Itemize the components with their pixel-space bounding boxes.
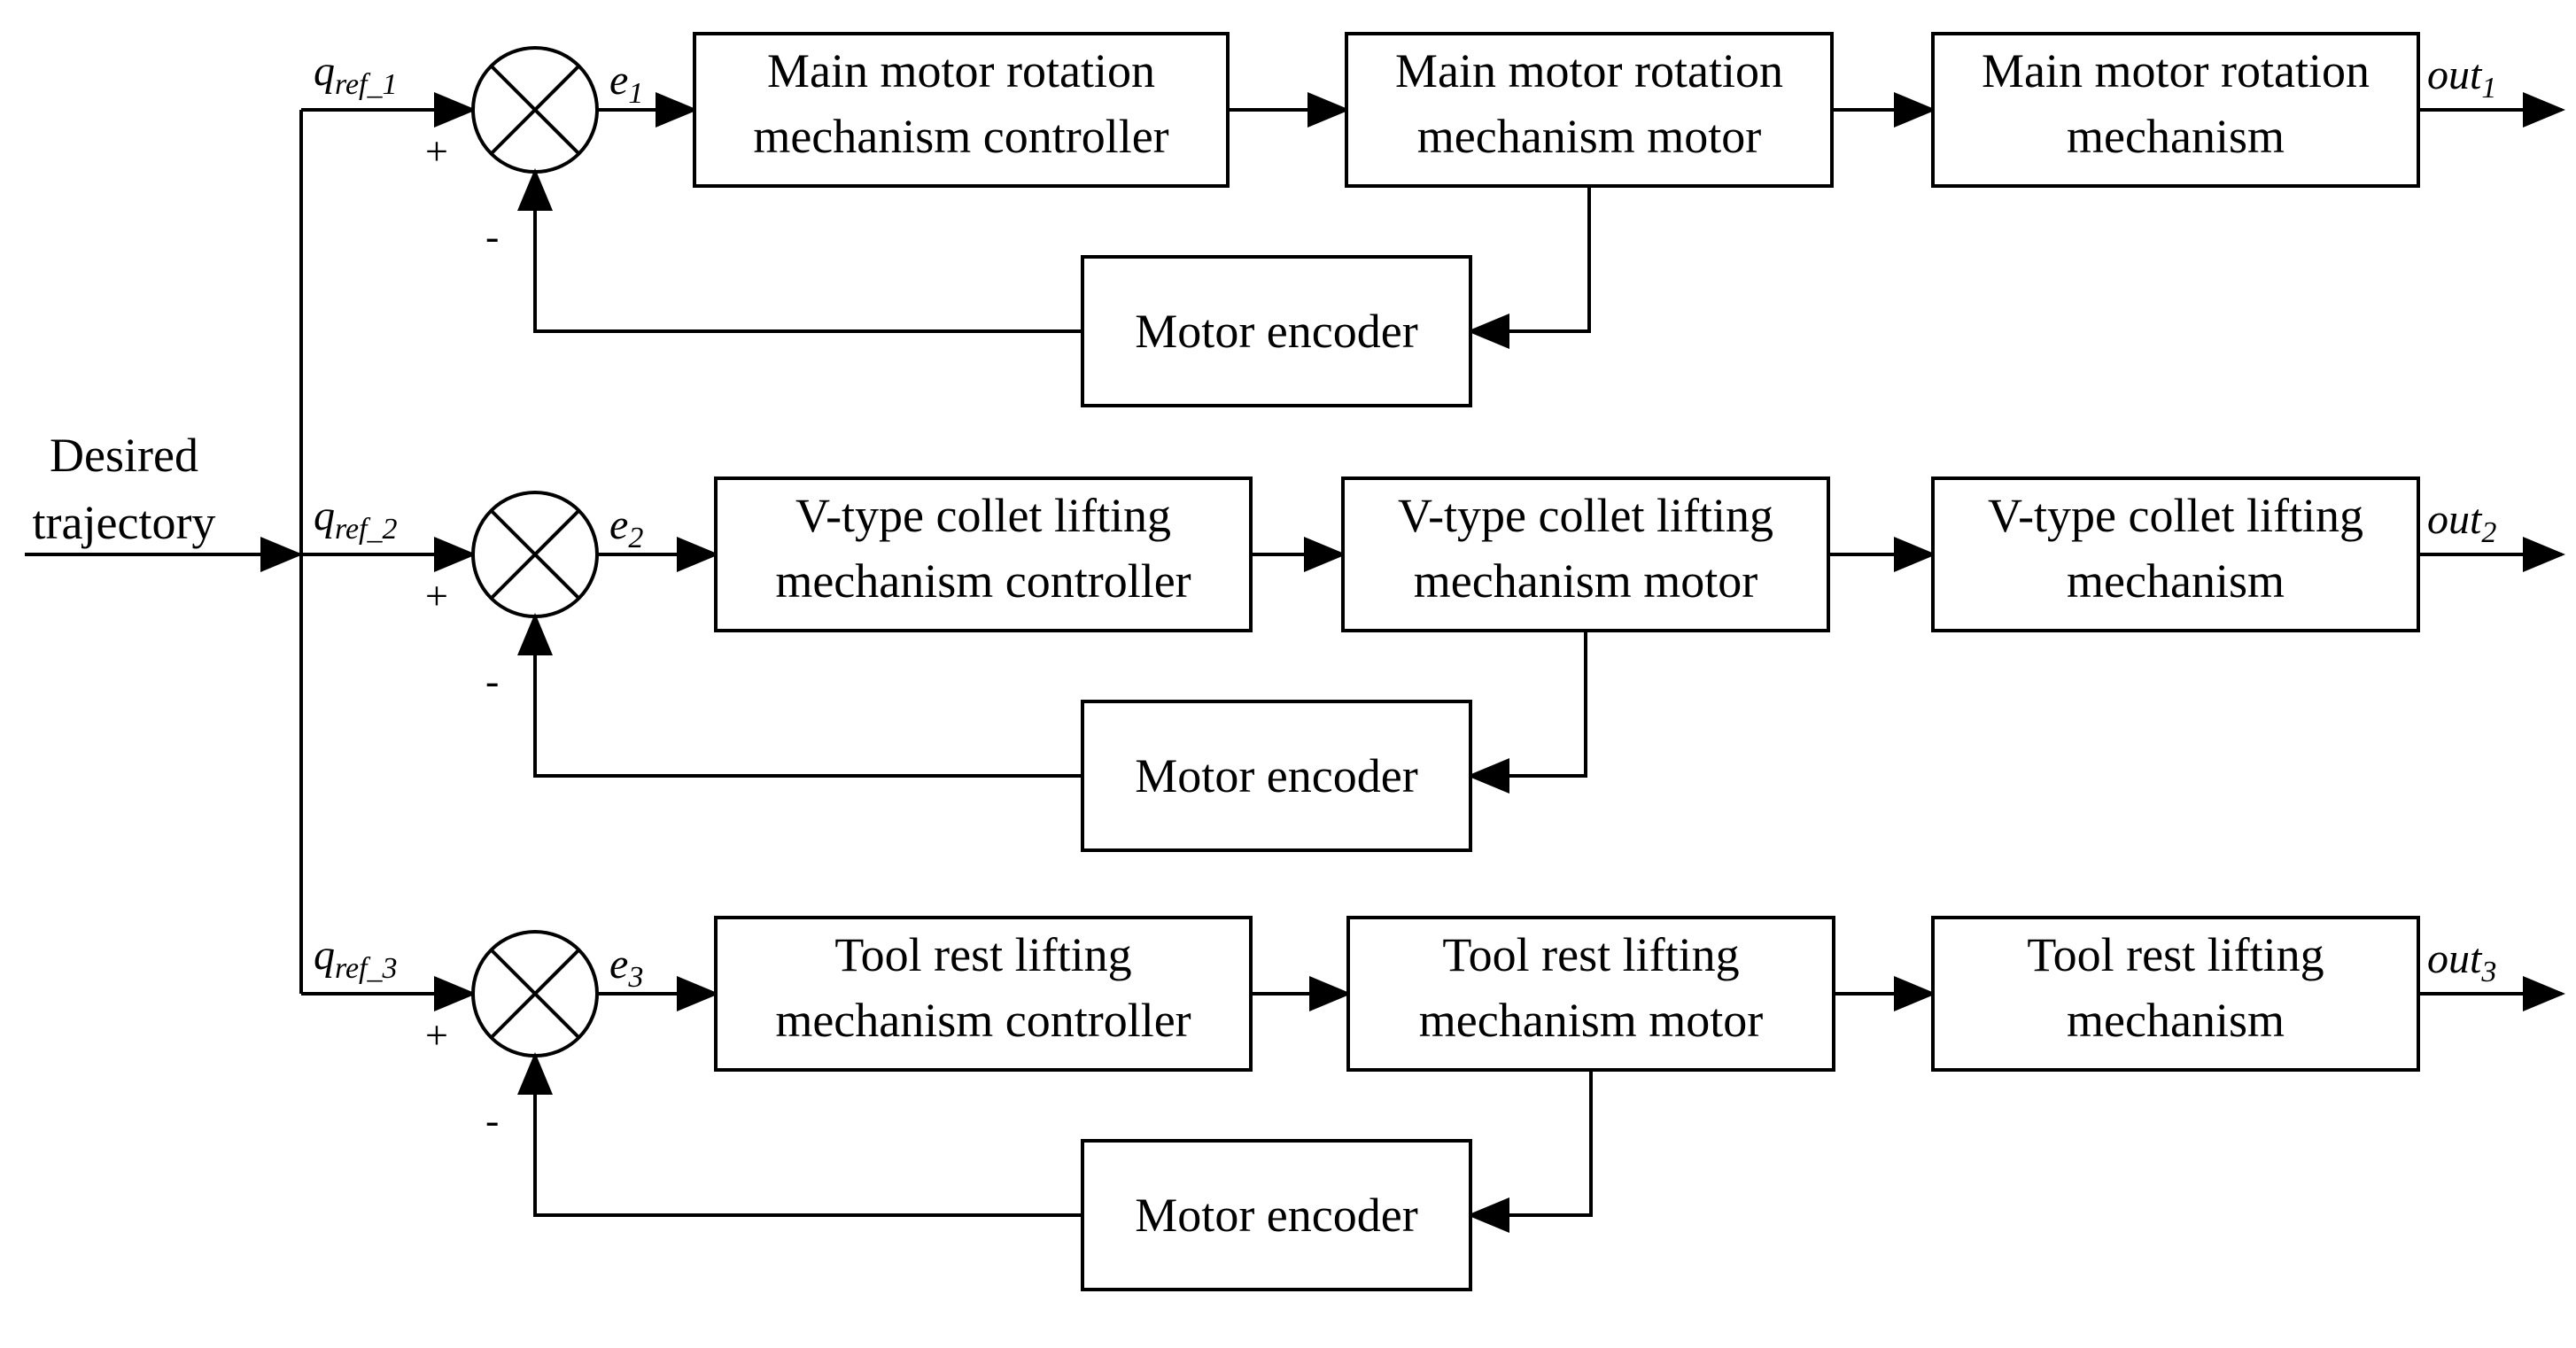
mechanism-block-2-label-line-2: mechanism [2067,554,2285,608]
input-label-line-2: trajectory [33,496,216,549]
encoder-block-2: Motor encoder [1081,700,1472,852]
encoder-block-1-frame [1081,255,1472,407]
plus-sign-3: + [425,1012,448,1057]
reference-label-1: qref_1 [314,48,398,101]
controller-block-1-label-line-1: Main motor rotation [767,44,1155,97]
input-signal-path [25,110,303,994]
mechanism-block-2: V-type collet lifting mechanism [1931,476,2420,632]
mechanism-block-3-label-line-1: Tool rest lifting [2027,928,2324,981]
plus-sign-2: + [425,573,448,618]
controller-block-2: V-type collet lifting mechanism controlle… [714,476,1253,632]
motor-block-1-frame [1345,32,1834,188]
reference-label-2: qref_2 [314,492,398,546]
loop-2: qref_2 +- e2 V-type collet lifting mechanism… [301,476,2565,852]
reference-label-3: qref_3 [314,932,398,985]
feedback-to-junction-2 [517,613,1082,778]
minus-sign-1: - [485,213,499,259]
controller-block-3-label-line-1: Tool rest lifting [834,928,1131,981]
mechanism-block-1-label-line-2: mechanism [2067,110,2285,163]
motor-block-2: V-type collet lifting mechanism motor [1341,476,1830,632]
motor-block-3-label-line-1: Tool rest lifting [1442,928,1739,981]
encoder-block-2-frame [1081,700,1472,852]
summing-junction-3 [471,930,599,1057]
controller-block-2-frame [714,476,1253,632]
mechanism-block-1: Main motor rotation mechanism [1931,32,2420,188]
output-label-2: out2 [2427,496,2496,549]
feedback-to-junction-1 [517,168,1082,333]
motor-block-2-label-line-1: V-type collet lifting [1398,489,1773,542]
motor-block-2-label-line-2: mechanism motor [1414,554,1757,608]
output-label-1: out1 [2427,51,2496,105]
encoder-block-2-label: Motor encoder [1135,749,1417,802]
encoder-block-3-label: Motor encoder [1135,1189,1417,1242]
minus-sign-2: - [485,658,499,703]
controller-block-3-frame [714,916,1253,1072]
feedback-to-encoder-3 [1467,1070,1593,1233]
controller-block-2-label-line-1: V-type collet lifting [795,489,1171,542]
mechanism-block-3-frame [1931,916,2420,1072]
controller-block-2-label-line-2: mechanism controller [775,554,1191,608]
summing-junction-1 [471,46,599,174]
motor-block-1-label-line-2: mechanism motor [1417,110,1761,163]
encoder-block-1: Motor encoder [1081,255,1472,407]
minus-sign-3: - [485,1097,499,1143]
error-label-2: e2 [609,501,643,554]
error-label-3: e3 [609,941,643,994]
encoder-block-3-frame [1081,1139,1472,1291]
mechanism-block-3: Tool rest lifting mechanism [1931,916,2420,1072]
controller-block-1-label-line-2: mechanism controller [753,110,1168,163]
output-label-3: out3 [2427,935,2496,988]
plus-sign-1: + [425,128,448,174]
encoder-block-1-label: Motor encoder [1135,305,1417,358]
motor-block-3-label-line-2: mechanism motor [1419,994,1763,1047]
mechanism-block-2-label-line-1: V-type collet lifting [1988,489,2363,542]
loop-3: qref_3 +- e3 Tool rest lifting mechanism con… [301,916,2565,1291]
feedback-to-encoder-1 [1467,186,1591,349]
motor-block-3: Tool rest lifting mechanism motor [1346,916,1835,1072]
feedback-to-junction-3 [517,1052,1082,1217]
motor-block-1: Main motor rotation mechanism motor [1345,32,1834,188]
error-label-1: e1 [609,57,643,110]
input-label-line-1: Desired [50,429,198,482]
motor-block-1-label-line-1: Main motor rotation [1395,44,1783,97]
controller-block-3: Tool rest lifting mechanism controller [714,916,1253,1072]
feedback-to-encoder-2 [1467,631,1587,794]
controller-block-3-label-line-2: mechanism controller [775,994,1191,1047]
mechanism-block-1-label-line-1: Main motor rotation [1982,44,2370,97]
encoder-block-3: Motor encoder [1081,1139,1472,1291]
mechanism-block-3-label-line-2: mechanism [2067,994,2285,1047]
loop-1: qref_1 +- e1 Main motor rotation mechanism c… [301,32,2565,407]
summing-junction-2 [471,491,599,618]
controller-block-1: Main motor rotation mechanism controller [693,32,1230,188]
